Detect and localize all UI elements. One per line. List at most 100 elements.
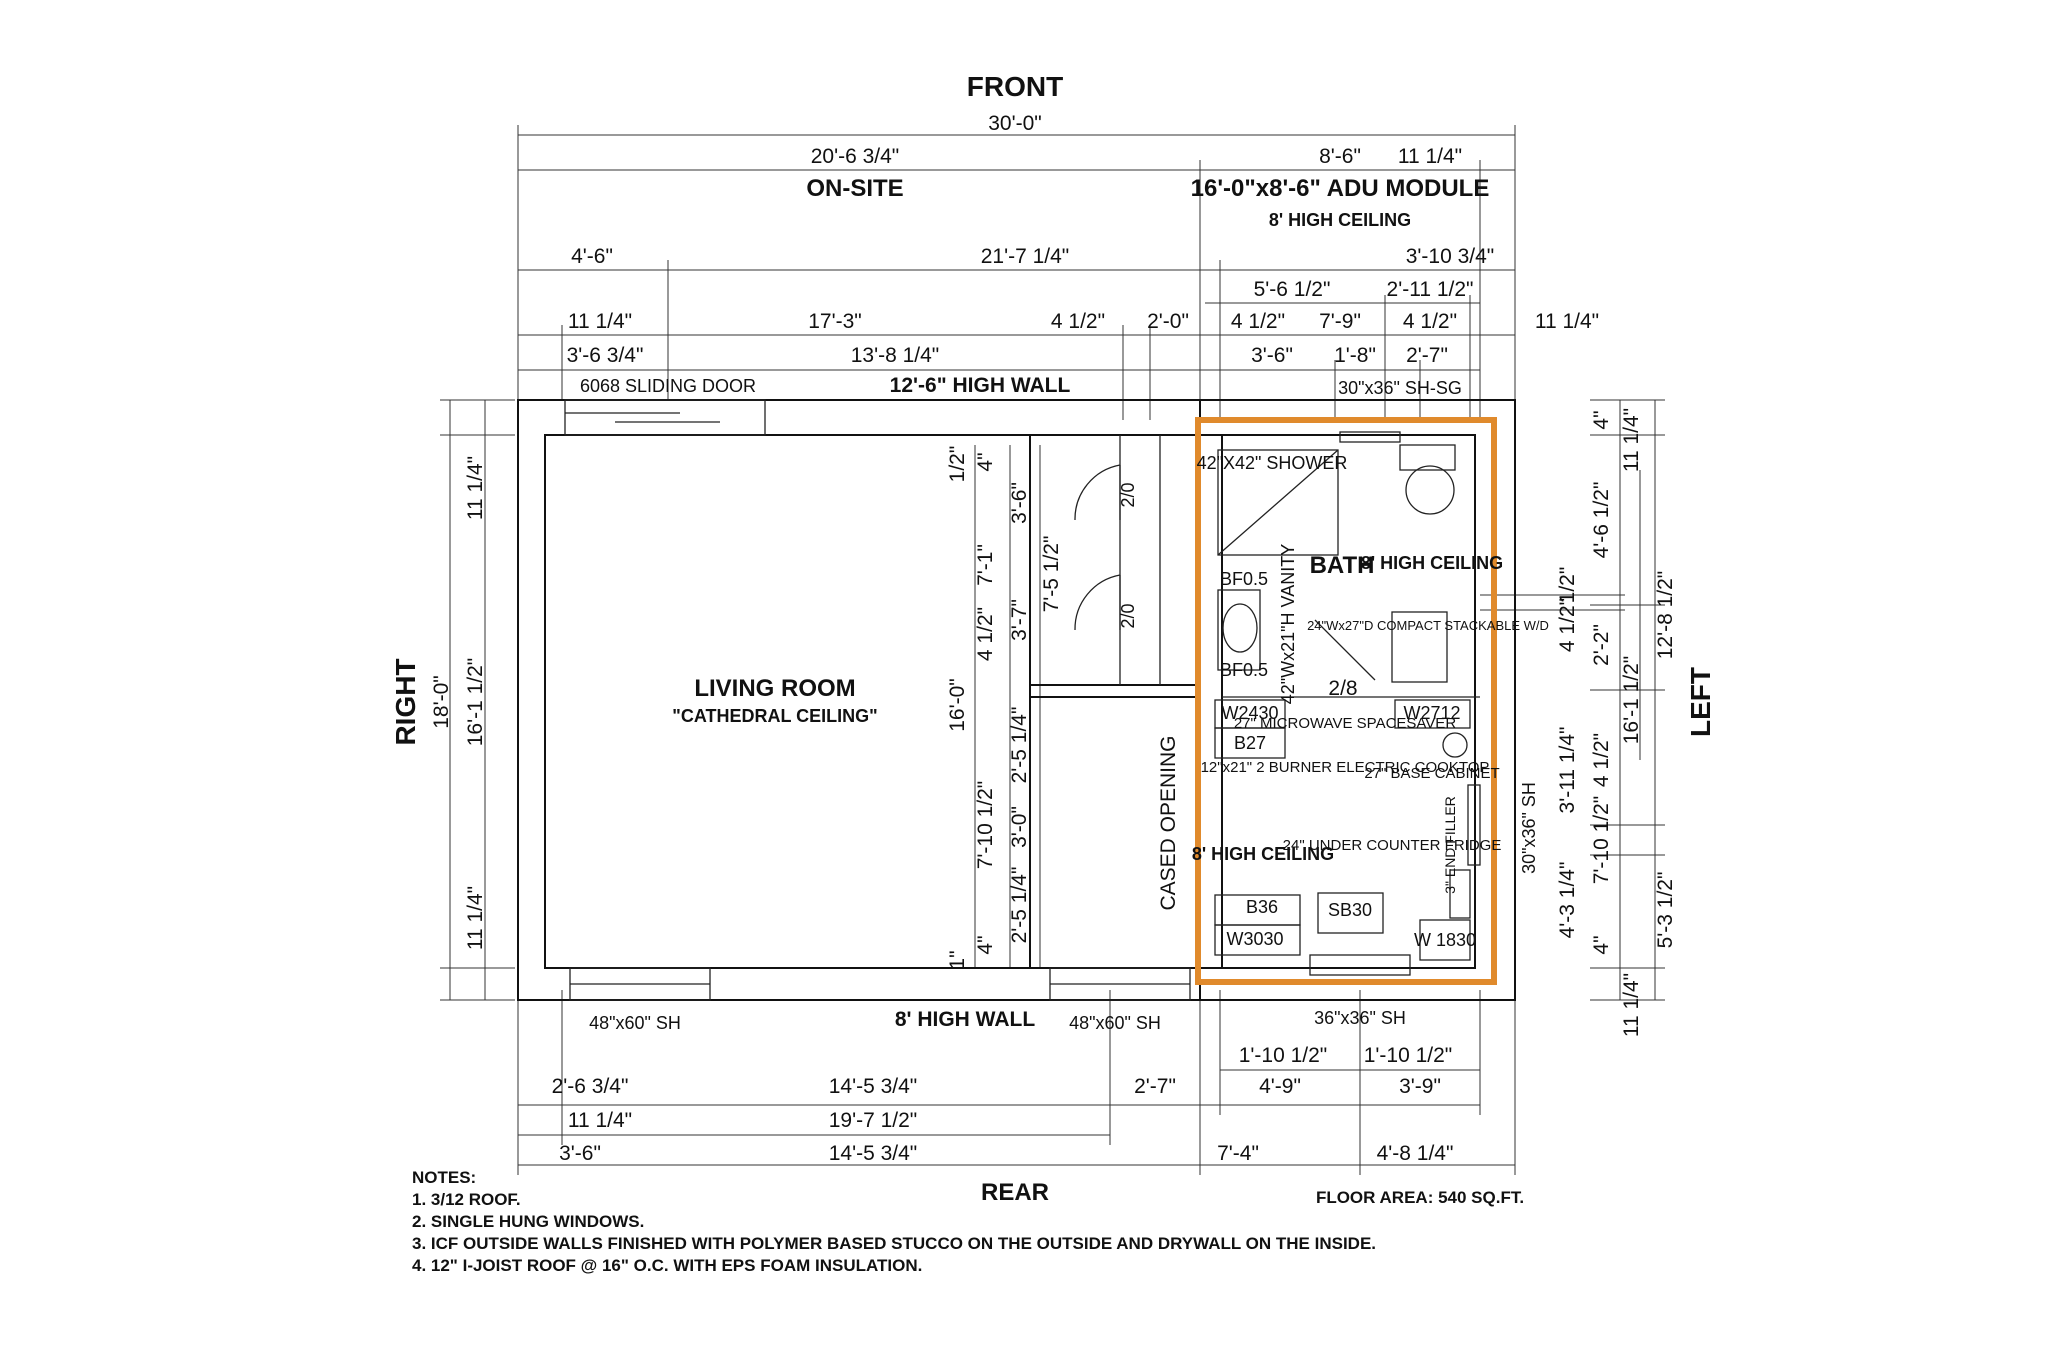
dim-inner: 16'-0" [946, 678, 969, 732]
living-room-label: LIVING ROOM [694, 675, 855, 702]
dim-side-right: 4" [1590, 410, 1613, 429]
dim-bottom: 2'-6 3/4" [552, 1075, 629, 1098]
kitchen-fixtures [1214, 699, 1481, 961]
bath-fixtures [1217, 431, 1456, 683]
dim-bottom: 11 1/4" [568, 1109, 632, 1132]
notes-heading: NOTES: [412, 1168, 476, 1187]
cabinet-b36: B36 [1246, 897, 1278, 917]
end-filler-label: 3" END FILLER [1442, 796, 1458, 894]
bf-bottom-label: BF0.5 [1220, 660, 1268, 680]
adu-module-highlight [1195, 417, 1497, 985]
dim-side-right: 5'-3 1/2" [1654, 872, 1677, 949]
cabinet-w3030: W3030 [1226, 929, 1283, 949]
dim-side-right: 4 1/2" [1590, 733, 1613, 787]
dim-top: 3'-6" [1251, 344, 1293, 367]
dim-bottom: 19'-7 1/2" [829, 1109, 918, 1132]
living-ceiling-label: "CATHEDRAL CEILING" [672, 706, 877, 726]
microwave-label: 27" MICROWAVE SPACESAVER [1234, 715, 1456, 732]
dim-side-right: 12'-8 1/2" [1654, 571, 1677, 660]
side-dimension-lines [440, 399, 1665, 1001]
dim-bottom: 1'-10 1/2" [1364, 1044, 1453, 1067]
rear-window-2-label: 48"x60" SH [1069, 1013, 1161, 1033]
note-item: 1. 3/12 ROOF. [412, 1190, 521, 1209]
dim-top: 2'-11 1/2" [1387, 278, 1474, 301]
dim-top: 3'-10 3/4" [1406, 245, 1495, 268]
base-cabinet-label: 27" BASE CABINET [1364, 765, 1499, 782]
high-wall-top-label: 12'-6" HIGH WALL [890, 374, 1071, 397]
dim-top: 4 1/2" [1403, 310, 1457, 333]
bf-top-label: BF0.5 [1220, 569, 1268, 589]
top-dimension-lines [517, 125, 1516, 420]
dim-side-left: 18'-0" [430, 675, 453, 729]
adu-module-label: 16'-0"x8'-6" ADU MODULE [1191, 175, 1490, 202]
bottom-dimension-lines [517, 990, 1516, 1175]
dim-top: 13'-8 1/4" [851, 344, 940, 367]
dim-side-right: 2'-2" [1590, 624, 1613, 666]
closet-door-label: 2/0 [1118, 482, 1138, 507]
dim-overall-top: 30'-0" [988, 112, 1042, 135]
dim-side-right: 11 1/4" [1620, 973, 1643, 1037]
sliding-door [564, 399, 766, 436]
dim-side-right: 4'-3 1/4" [1556, 862, 1579, 939]
dim-bottom: 3'-9" [1399, 1075, 1441, 1098]
dim-inner: 2'-5 1/4" [1008, 867, 1031, 944]
floor-area-label: FLOOR AREA: 540 SQ.FT. [1316, 1188, 1524, 1207]
dim-bottom: 14'-5 3/4" [829, 1075, 918, 1098]
kitchen-rear-window-label: 36"x36" SH [1314, 1008, 1406, 1028]
dim-side-right: 4'-6 1/2" [1590, 482, 1613, 559]
dim-top: 2'-7" [1406, 344, 1448, 367]
high-wall-bottom-label: 8' HIGH WALL [895, 1008, 1035, 1031]
adu-ceiling-label: 8' HIGH CEILING [1269, 210, 1411, 230]
note-item: 2. SINGLE HUNG WINDOWS. [412, 1212, 644, 1231]
cooktop-label: 12"x21" 2 BURNER ELECTRIC COOKTOP [1201, 759, 1490, 776]
dim-inner: 3'-7" [1008, 599, 1031, 641]
dim-inner: 7'-5 1/2" [1040, 536, 1063, 613]
dim-side-right: 4 1/2" [1556, 598, 1579, 652]
on-site-label: ON-SITE [806, 175, 903, 202]
dim-inner: 3'-0" [1008, 806, 1031, 848]
bath-ceiling-label: 8' HIGH CEILING [1361, 553, 1503, 573]
dim-top: 3'-6 3/4" [567, 344, 644, 367]
dim-top: 7'-9" [1319, 310, 1361, 333]
dim-side-right: 3'-11 1/4" [1556, 727, 1579, 814]
shower-label: 42"X42" SHOWER [1197, 453, 1348, 473]
rear-title: REAR [981, 1179, 1049, 1206]
dim-inner: 4" [974, 452, 997, 471]
dim-top: 11 1/4" [1535, 310, 1599, 333]
dim-top: 1'-8" [1334, 344, 1376, 367]
right-title: RIGHT [390, 658, 421, 745]
washer-dryer-label: 24"Wx27"D COMPACT STACKABLE W/D [1307, 618, 1549, 633]
sink-sb30: SB30 [1328, 900, 1372, 920]
dim-inner: 7'-1" [974, 544, 997, 586]
cabinet-w1830: W 1830 [1414, 930, 1476, 950]
dim-top: 11 1/4" [1398, 145, 1462, 168]
front-title: FRONT [967, 71, 1063, 102]
dim-bottom: 4'-9" [1259, 1075, 1301, 1098]
dim-bottom: 3'-6" [559, 1142, 601, 1165]
dim-bottom: 4'-8 1/4" [1377, 1142, 1454, 1165]
vanity-label: 42"Wx21"H VANITY [1278, 544, 1298, 705]
kitchen-ceiling-label: 8' HIGH CEILING [1192, 844, 1334, 864]
dim-bottom: 7'-4" [1217, 1142, 1259, 1165]
dim-inner: 4" [974, 935, 997, 954]
dim-side-left: 16'-1 1/2" [464, 658, 487, 747]
left-window-label: 30"x36" SH [1519, 782, 1539, 874]
dim-inner: 7'-10 1/2" [974, 781, 997, 870]
dim-top: 11 1/4" [568, 310, 632, 333]
note-item: 3. ICF OUTSIDE WALLS FINISHED WITH POLYM… [412, 1234, 1376, 1253]
bath-door-label: 2/8 [1328, 677, 1357, 700]
bath-label: BATH [1310, 552, 1375, 579]
closet-doors [1074, 464, 1121, 631]
note-item: 4. 12" I-JOIST ROOF @ 16" O.C. WITH EPS … [412, 1256, 922, 1275]
dim-inner: 3'-6" [1008, 482, 1031, 524]
dim-side-right: 4" [1590, 935, 1613, 954]
dim-side-left: 11 1/4" [464, 886, 487, 950]
dim-top: 4 1/2" [1231, 310, 1285, 333]
dim-side-right: 1/2" [1556, 567, 1579, 604]
dim-side-right: 7'-10 1/2" [1590, 796, 1613, 885]
dim-top: 21'-7 1/4" [981, 245, 1070, 268]
dim-top: 20'-6 3/4" [811, 145, 900, 168]
cabinet-w2712: W2712 [1403, 703, 1460, 723]
dim-side-right: 16'-1 1/2" [1620, 656, 1643, 745]
